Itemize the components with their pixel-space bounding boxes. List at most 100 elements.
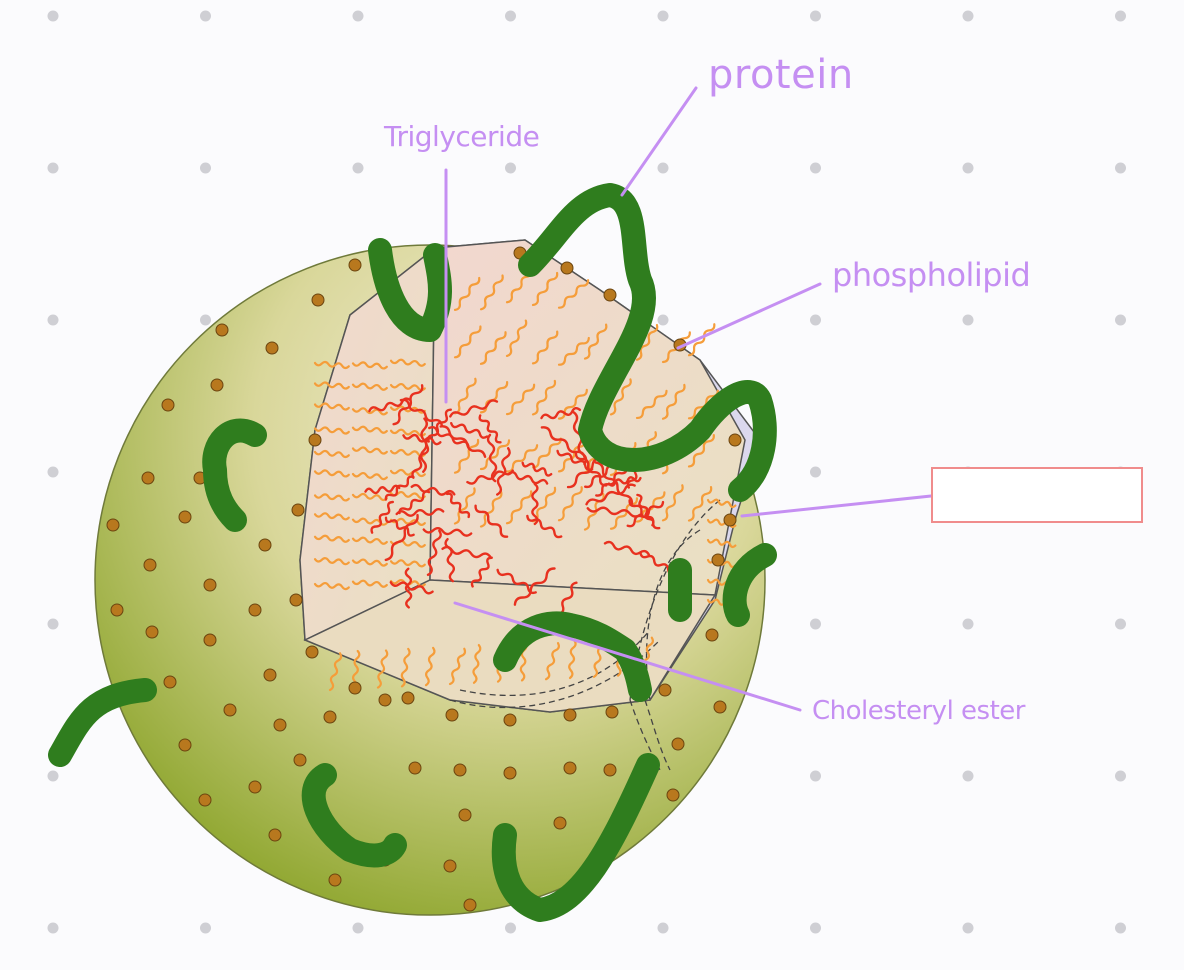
phospholipid-tail	[389, 428, 426, 437]
phospholipid-tail	[313, 512, 350, 521]
grid-dot	[505, 10, 516, 22]
phospholipid-head-dot	[308, 433, 322, 447]
core-lipid-squiggle	[540, 406, 582, 420]
phospholipid-head-dot	[711, 553, 725, 567]
core-lipid-squiggle	[513, 567, 556, 606]
phospholipid-head-dot	[289, 593, 303, 607]
protein-label: protein	[708, 52, 854, 98]
grid-dot	[47, 162, 59, 174]
phospholipid-head-dot	[560, 261, 574, 275]
phospholipid-head-dot	[291, 503, 305, 517]
phospholipid-tail	[351, 382, 388, 391]
core-lipid-squiggle	[556, 449, 594, 472]
phospholipid-tail	[472, 644, 482, 684]
phospholipid-tail	[479, 490, 503, 528]
phospholipid-head-dot	[348, 681, 362, 695]
blank-answer-box[interactable]	[931, 467, 1143, 523]
protein-leader-line	[620, 86, 698, 197]
core-lipid-squiggle	[486, 433, 498, 483]
cholesteryl-ester-leader-line	[453, 601, 802, 712]
phospholipid-head-dot	[453, 763, 467, 777]
phospholipid-tail	[505, 444, 539, 473]
phospholipid-head-dot	[311, 293, 325, 307]
phospholipid-head-dot	[178, 738, 192, 752]
grid-dot	[657, 314, 669, 326]
phospholipid-tail	[531, 379, 557, 416]
phospholipid-tail	[389, 468, 426, 478]
phospholipid-tail	[313, 426, 350, 435]
cholesteryl-ester-label: Cholesteryl ester	[812, 696, 1025, 726]
grid-dot	[962, 770, 974, 782]
phospholipid-head-dot	[666, 788, 680, 802]
phospholipid-tail	[389, 559, 426, 568]
core-lipid-squiggle	[419, 417, 428, 473]
core-lipid-squiggle	[470, 556, 493, 588]
grid-dot	[810, 10, 821, 22]
phospholipid-tail	[479, 331, 507, 365]
core-lipid-squiggle	[399, 398, 444, 427]
grid-dot	[962, 922, 974, 934]
grid-dot	[352, 10, 364, 22]
phospholipid-tail	[635, 323, 659, 361]
triglyceride-label: Triglyceride	[384, 120, 540, 153]
grid-dot	[200, 162, 211, 174]
grid-dot	[1115, 618, 1126, 630]
phospholipid-tail	[351, 492, 388, 502]
core-lipid-squiggle	[384, 516, 415, 537]
blank-leader-line	[740, 494, 933, 518]
grid-dot	[200, 10, 211, 22]
phospholipid-head-dot	[143, 558, 157, 572]
phospholipid-tail	[531, 330, 559, 365]
leader-lines	[444, 86, 933, 712]
core-lipid-squiggle	[395, 507, 445, 517]
grid-dot	[810, 466, 821, 478]
phospholipid-tail	[351, 446, 388, 455]
phospholipid-head-dot	[145, 625, 159, 639]
phospholipid-head-dot	[348, 258, 362, 272]
phospholipid-tail	[479, 274, 504, 311]
phospholipid-tail	[635, 389, 668, 420]
phospholipid-tail	[706, 538, 737, 549]
phospholipid-head-dot	[443, 859, 457, 873]
phospholipid-tail	[531, 486, 557, 523]
grid-dot	[810, 162, 821, 174]
phospholipid-head-dot	[563, 708, 577, 722]
phospholipid-head-dot	[328, 873, 342, 887]
grid-dot	[47, 770, 59, 782]
core-lipid-squiggle	[402, 433, 442, 446]
phospholipid-tail	[505, 319, 528, 358]
phospholipid-tail	[351, 558, 388, 567]
phospholipid-head-dot	[445, 708, 459, 722]
grid-dot	[200, 314, 211, 326]
core-lipid-squiggle	[410, 483, 456, 496]
phospholipid-heads	[106, 246, 742, 912]
phospholipid-tail	[313, 402, 350, 411]
phospholipid-tail	[479, 439, 511, 471]
phospholipid-tail	[531, 271, 559, 307]
core-lipid-squiggle	[389, 581, 434, 595]
grid-dot	[47, 466, 59, 478]
phospholipid-head-dot	[248, 603, 262, 617]
phospholipid-tail	[313, 493, 350, 502]
grid-dot	[1115, 922, 1126, 934]
grid-dot	[962, 162, 974, 174]
core-lipid-squiggle	[368, 397, 412, 413]
phospholipid-head-dot	[378, 693, 392, 707]
phospholipid-tail	[313, 381, 350, 390]
core-lipid-squiggle	[507, 471, 549, 485]
phospholipid-tail	[557, 336, 590, 366]
phospholipid-head-dot	[248, 780, 262, 794]
phospholipid-tail	[453, 487, 476, 525]
phospholipid-tail	[706, 498, 737, 509]
phospholipid-tail	[328, 652, 343, 692]
phospholipid-tail	[453, 325, 482, 359]
core-lipid-squiggle	[478, 414, 502, 444]
phospholipid-tail	[505, 383, 536, 416]
core-lipid-squiggle	[531, 483, 539, 526]
core-lipid-squiggle	[404, 567, 413, 609]
phospholipid-tail	[557, 279, 590, 309]
core-lipid-squiggle	[370, 500, 395, 534]
grid-dot	[657, 10, 669, 22]
grid-dot	[1115, 770, 1126, 782]
core-lipid-squiggle	[426, 529, 442, 577]
